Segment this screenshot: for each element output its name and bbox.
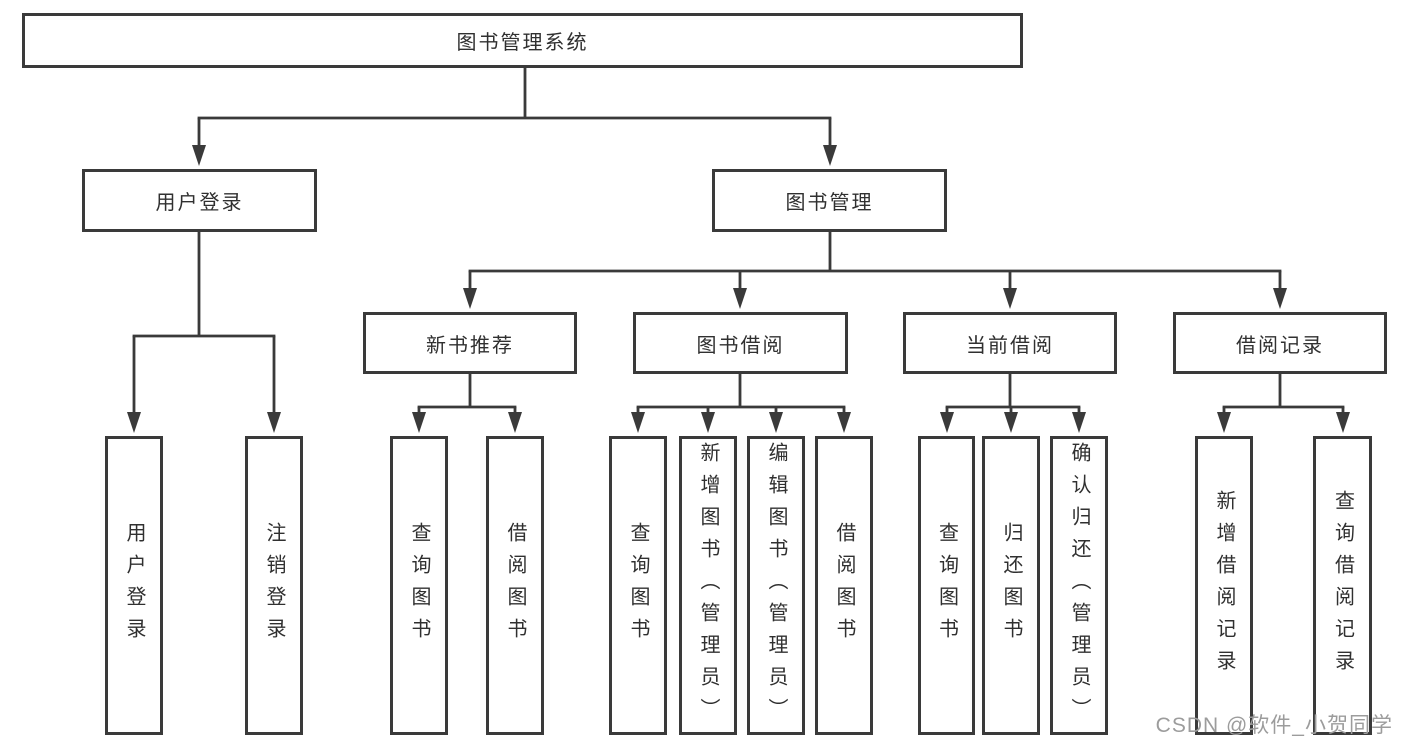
node-label: 归还图书 xyxy=(1000,521,1022,650)
node-label: 用户登录 xyxy=(155,192,244,214)
leaf-borrow-books-recommend: 借阅图书 xyxy=(486,436,544,735)
node-library-management-system: 图书管理系统 xyxy=(22,13,1023,68)
node-label: 借阅图书 xyxy=(504,521,526,650)
leaf-edit-books-admin: 编辑图书（管理员） xyxy=(747,436,805,735)
leaf-query-books-borrowing: 查询图书 xyxy=(609,436,667,735)
leaf-confirm-return-admin: 确认归还（管理员） xyxy=(1050,436,1108,735)
node-label: 借阅图书 xyxy=(833,521,855,650)
leaf-query-books-current: 查询图书 xyxy=(918,436,975,735)
leaf-query-books-recommend: 查询图书 xyxy=(390,436,448,735)
node-label: 编辑图书（管理员） xyxy=(765,441,787,730)
node-label: 查询借阅记录 xyxy=(1331,489,1354,682)
node-label: 当前借阅 xyxy=(966,334,1054,357)
node-label: 新增图书（管理员） xyxy=(697,441,719,730)
node-label: 新增借阅记录 xyxy=(1213,489,1235,682)
node-label: 图书管理 xyxy=(785,192,874,214)
leaf-borrow-books-borrowing: 借阅图书 xyxy=(815,436,873,735)
node-current-borrowing: 当前借阅 xyxy=(903,312,1117,374)
node-label: 图书借阅 xyxy=(696,334,785,357)
csdn-watermark: CSDN @软件_小贺同学 xyxy=(1155,714,1393,737)
node-label: 用户登录 xyxy=(123,521,145,650)
node-user-login-group: 用户登录 xyxy=(82,169,317,232)
node-label: 借阅记录 xyxy=(1236,334,1324,357)
node-label: 图书管理系统 xyxy=(456,32,589,54)
node-borrowing-records: 借阅记录 xyxy=(1173,312,1387,374)
node-label: 查询图书 xyxy=(627,521,649,650)
node-new-book-recommendation: 新书推荐 xyxy=(363,312,577,374)
leaf-user-login: 用户登录 xyxy=(105,436,163,735)
leaf-query-borrow-record: 查询借阅记录 xyxy=(1313,436,1372,735)
node-book-borrowing: 图书借阅 xyxy=(633,312,848,374)
leaf-add-books-admin: 新增图书（管理员） xyxy=(679,436,737,735)
leaf-return-books: 归还图书 xyxy=(982,436,1040,735)
node-label: 注销登录 xyxy=(263,521,285,650)
leaf-logout-login: 注销登录 xyxy=(245,436,303,735)
leaf-add-borrow-record: 新增借阅记录 xyxy=(1195,436,1253,735)
node-label: 查询图书 xyxy=(408,521,430,650)
node-book-management: 图书管理 xyxy=(712,169,947,232)
node-label: 确认归还（管理员） xyxy=(1068,441,1090,730)
node-label: 查询图书 xyxy=(935,521,958,650)
node-label: 新书推荐 xyxy=(426,334,514,357)
